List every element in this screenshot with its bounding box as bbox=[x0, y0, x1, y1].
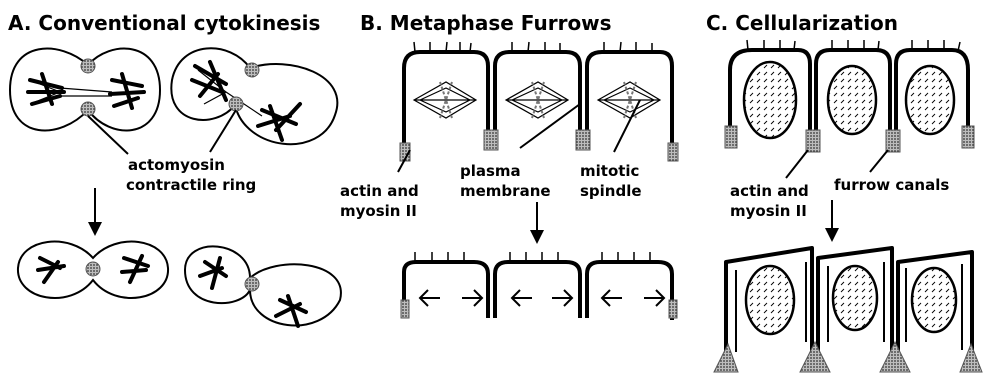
nucleus bbox=[746, 266, 794, 334]
plasma-membrane-label-2: membrane bbox=[460, 182, 551, 200]
actin-myosin-patch bbox=[962, 126, 974, 148]
actin-myosin-patch bbox=[668, 143, 678, 161]
dividing-cell-a1 bbox=[10, 49, 160, 131]
mitotic-spindle-label-1: mitotic bbox=[580, 162, 639, 180]
actin-myosin-patch bbox=[806, 130, 820, 152]
nucleus bbox=[744, 62, 796, 138]
nucleus bbox=[912, 268, 956, 332]
furrow-canal bbox=[800, 342, 830, 372]
panel-b-title: B. Metaphase Furrows bbox=[360, 11, 612, 35]
furrow-canal bbox=[880, 342, 910, 372]
actin-myosin-label-2: myosin II bbox=[340, 202, 417, 220]
plasma-membrane-label-1: plasma bbox=[460, 162, 521, 180]
actin-myosin-patch bbox=[401, 300, 409, 318]
nucleus bbox=[906, 66, 954, 134]
metaphase-cells-top bbox=[400, 42, 678, 161]
panel-a: A. Conventional cytokinesis act bbox=[8, 11, 341, 326]
ring-dot bbox=[86, 262, 100, 276]
dividing-cell-a2 bbox=[171, 48, 337, 144]
actomyosin-ring-dot bbox=[229, 97, 243, 111]
actomyosin-ring-dot bbox=[81, 102, 95, 116]
actin-myosin-patch bbox=[484, 130, 498, 150]
panel-c: C. Cellularization actin and myosin II f… bbox=[706, 11, 982, 372]
arrow-down-icon bbox=[88, 188, 102, 236]
nucleus bbox=[833, 266, 877, 330]
panel-b: B. Metaphase Furrows bbox=[340, 11, 678, 320]
furrow-canal bbox=[714, 344, 738, 372]
actomyosin-label: actomyosin bbox=[128, 156, 225, 174]
actin-myosin-patch bbox=[725, 126, 737, 148]
daughter-cells-a2 bbox=[185, 246, 341, 326]
contractile-ring-label: contractile ring bbox=[126, 176, 256, 194]
actin-myosin-patch bbox=[886, 130, 900, 152]
panel-c-title: C. Cellularization bbox=[706, 11, 898, 35]
actin-myosin-patch bbox=[669, 300, 677, 318]
cellularization-cells-top bbox=[725, 40, 974, 152]
furrow-canal bbox=[960, 344, 982, 372]
actomyosin-ring-dot bbox=[245, 63, 259, 77]
nucleus bbox=[828, 66, 876, 134]
ring-dot bbox=[245, 277, 259, 291]
actin-myosin-label-2: myosin II bbox=[730, 202, 807, 220]
actin-myosin-label-1: actin and bbox=[340, 182, 419, 200]
arrow-down-icon bbox=[530, 202, 544, 244]
actin-myosin-label-1: actin and bbox=[730, 182, 809, 200]
mitotic-spindle-label-2: spindle bbox=[580, 182, 642, 200]
metaphase-cells-bottom bbox=[401, 252, 677, 320]
daughter-cells-a1 bbox=[18, 242, 168, 298]
furrow-canals-label: furrow canals bbox=[834, 176, 949, 194]
cellularization-cells-bottom bbox=[714, 248, 982, 372]
arrow-down-icon bbox=[825, 200, 839, 242]
actomyosin-ring-dot bbox=[81, 59, 95, 73]
actin-myosin-patch bbox=[576, 130, 590, 150]
panel-a-title: A. Conventional cytokinesis bbox=[8, 11, 320, 35]
